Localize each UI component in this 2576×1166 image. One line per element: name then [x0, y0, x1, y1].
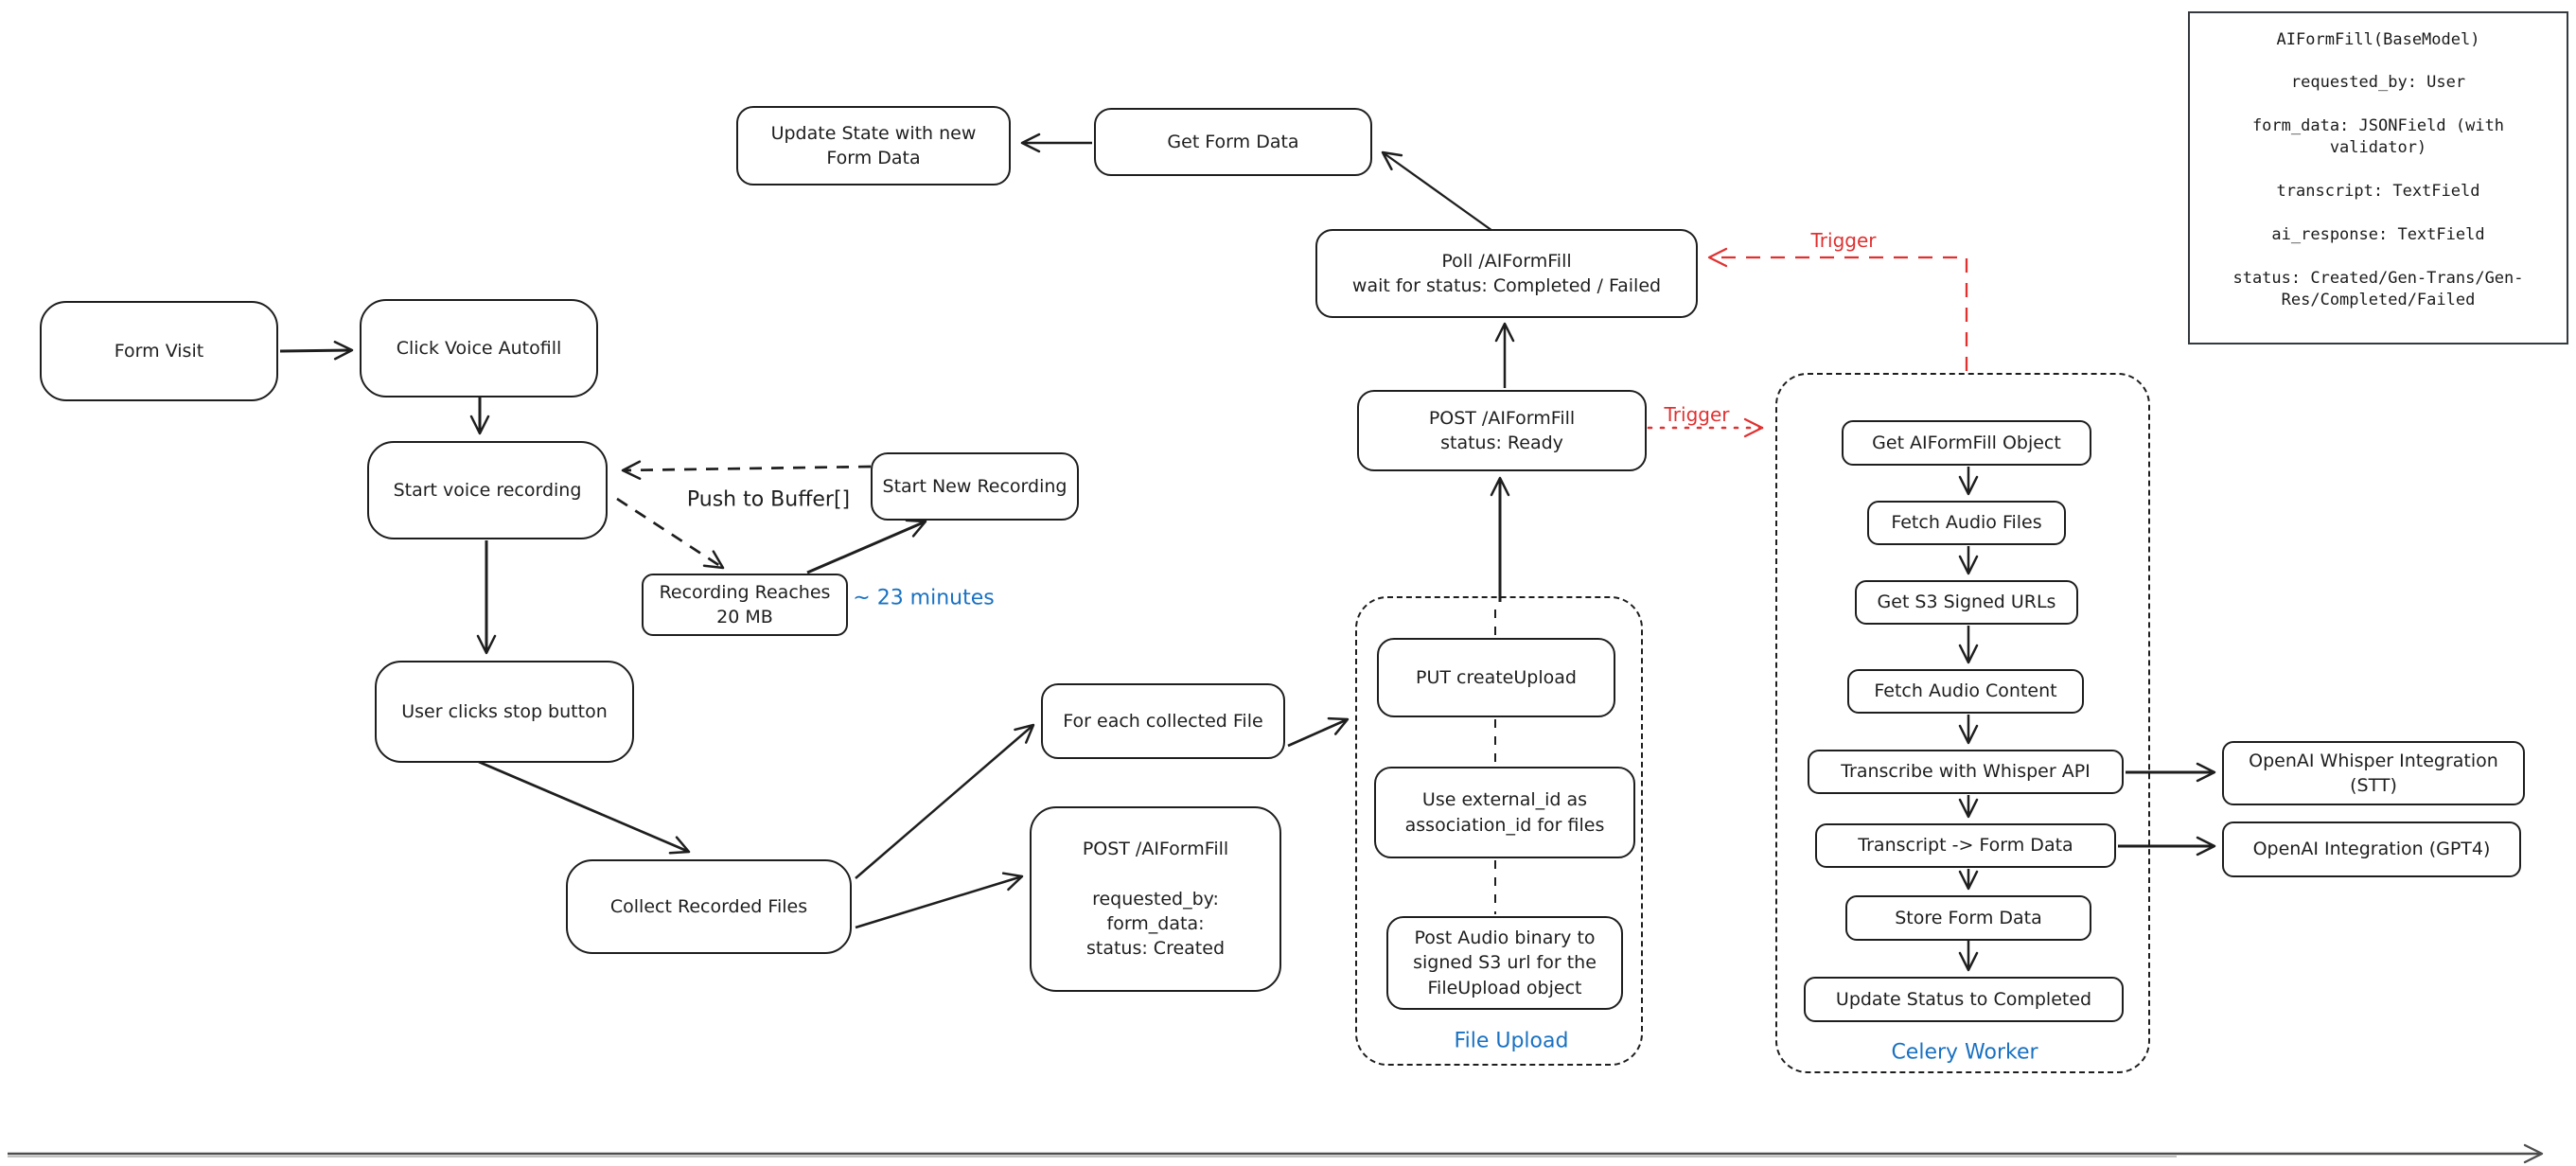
model-field-transcript: transcript: TextField [2276, 181, 2480, 201]
node-post-audio-binary: Post Audio binary to signed S3 url for t… [1386, 916, 1623, 1010]
node-form-visit: Form Visit [40, 301, 278, 401]
node-openai-gpt4: OpenAI Integration (GPT4) [2222, 822, 2521, 877]
node-update-status-completed: Update Status to Completed [1804, 977, 2124, 1022]
model-field-status: status: Created/Gen-Trans/Gen- Res/Compl… [2232, 268, 2524, 309]
aiformfill-model-box: AIFormFill(BaseModel) requested_by: User… [2188, 11, 2568, 344]
node-fetch-audio-content: Fetch Audio Content [1847, 669, 2084, 714]
edge-label-recording-duration: ~ 23 minutes [853, 586, 995, 610]
node-poll-aiformfill: Poll /AIFormFill wait for status: Comple… [1315, 229, 1698, 318]
model-field-form-data: form_data: JSONField (with validator) [2251, 115, 2505, 157]
node-fetch-audio-files: Fetch Audio Files [1867, 501, 2066, 545]
arrow-user-clicks-stop-to-collect-files [478, 760, 691, 855]
node-user-clicks-stop-button: User clicks stop button [375, 661, 634, 763]
node-get-aiformfill-object: Get AIFormFill Object [1842, 420, 2091, 466]
file-upload-container [1355, 596, 1643, 1066]
node-for-each-collected-file: For each collected File [1041, 683, 1285, 759]
edge-label-trigger-top: Trigger [1810, 229, 1877, 252]
node-transcript-to-form-data: Transcript -> Form Data [1815, 823, 2116, 868]
node-post-aiformfill-ready: POST /AIFormFill status: Ready [1357, 390, 1647, 471]
arrow-recording-reaches-to-start-new-recording [806, 519, 927, 574]
node-put-createupload: PUT createUpload [1377, 638, 1615, 717]
node-get-form-data: Get Form Data [1094, 108, 1372, 176]
arrow-trigger-celery-to-poll [1707, 247, 1968, 371]
node-start-voice-recording: Start voice recording [367, 441, 608, 539]
edge-label-trigger-side: Trigger [1664, 403, 1730, 426]
file-upload-container-label: File Upload [1454, 1029, 1569, 1053]
node-recording-reaches-20mb: Recording Reaches 20 MB [642, 574, 848, 636]
node-update-state: Update State with new Form Data [736, 106, 1011, 186]
node-get-s3-signed-urls: Get S3 Signed URLs [1855, 580, 2078, 625]
node-start-new-recording: Start New Recording [871, 452, 1079, 521]
arrow-collect-files-to-post-created [855, 872, 1024, 929]
arrow-start-new-recording-to-start-voice-recording [621, 460, 872, 480]
edge-label-push-to-buffer: Push to Buffer[] [686, 487, 851, 512]
model-field-ai-response: ai_response: TextField [2271, 224, 2485, 244]
node-use-external-id: Use external_id as association_id for fi… [1374, 767, 1635, 858]
model-field-requested-by: requested_by: User [2290, 73, 2466, 92]
node-openai-whisper-stt: OpenAI Whisper Integration (STT) [2222, 741, 2525, 805]
model-box-title: AIFormFill(BaseModel) [2276, 30, 2480, 49]
arrow-form-visit-to-click-voice-autofill [279, 340, 354, 361]
arrow-collect-files-to-for-each-file [855, 723, 1035, 879]
node-transcribe-with-whisper: Transcribe with Whisper API [1808, 750, 2124, 794]
node-click-voice-autofill: Click Voice Autofill [360, 299, 598, 398]
node-post-aiformfill-created: POST /AIFormFill requested_by: form_data… [1030, 806, 1281, 992]
node-store-form-data: Store Form Data [1845, 895, 2091, 941]
celery-worker-container [1775, 373, 2150, 1073]
arrow-for-each-file-to-file-upload [1287, 716, 1350, 748]
arrow-poll-to-get-form-data [1381, 150, 1496, 234]
node-collect-recorded-files: Collect Recorded Files [566, 859, 852, 954]
celery-worker-container-label: Celery Worker [1891, 1040, 2038, 1065]
